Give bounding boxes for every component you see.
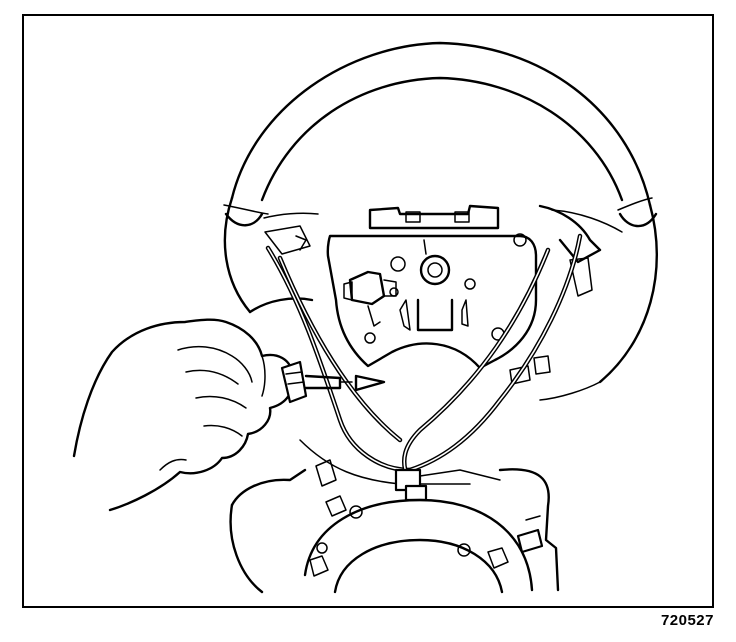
hand-with-tool: [72, 318, 386, 512]
lower-housing: [229, 459, 560, 594]
diagram-frame: [22, 14, 714, 608]
figure-code: 720527: [660, 612, 714, 629]
wiring-harness: [265, 233, 583, 502]
wheel-spokes: [248, 204, 602, 385]
center-hub: [326, 204, 538, 370]
steering-wheel-rim: [223, 41, 658, 401]
